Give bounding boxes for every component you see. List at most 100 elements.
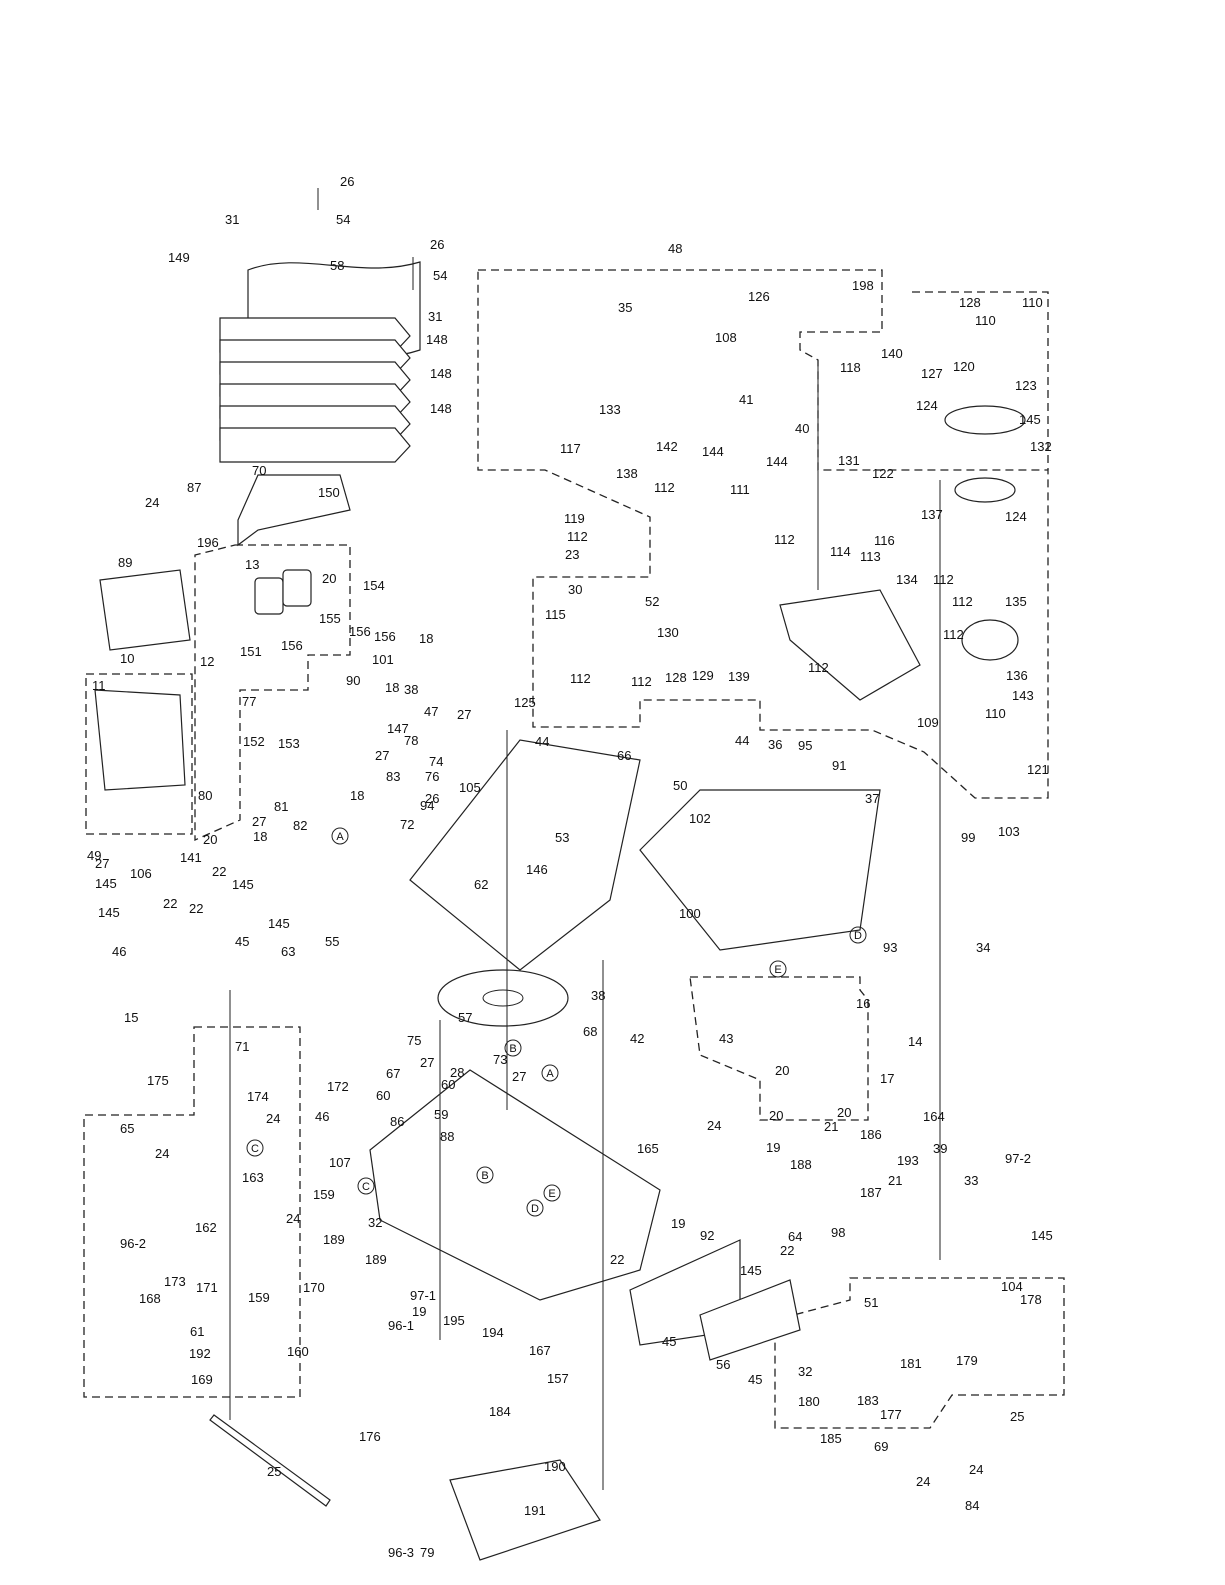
- part-callout: 90: [346, 673, 360, 688]
- part-callout: 144: [702, 444, 724, 459]
- part-callout: 187: [860, 1185, 882, 1200]
- part-callout: 185: [820, 1431, 842, 1446]
- part-callout: 14: [908, 1034, 922, 1049]
- part-callout: 18: [253, 829, 267, 844]
- part-callout: 22: [189, 901, 203, 916]
- part-callout: 52: [645, 594, 659, 609]
- part-callout: 22: [163, 896, 177, 911]
- part-callout: 36: [768, 737, 782, 752]
- part-callout: 57: [458, 1010, 472, 1025]
- disc-132: [944, 405, 1026, 435]
- part-callout: 37: [865, 791, 879, 806]
- part-callout: 19: [671, 1216, 685, 1231]
- part-callout: 25: [267, 1464, 281, 1479]
- part-callout: 145: [740, 1263, 762, 1278]
- part-callout: 181: [900, 1356, 922, 1371]
- part-callout: 62: [474, 877, 488, 892]
- part-callout: 107: [329, 1155, 351, 1170]
- part-callout: 24: [155, 1146, 169, 1161]
- part-callout: 50: [673, 778, 687, 793]
- part-callout: 118: [840, 360, 861, 375]
- reference-circle: [849, 926, 867, 944]
- part-callout: 23: [565, 547, 579, 562]
- reference-circle: [504, 1039, 522, 1057]
- part-callout: 32: [798, 1364, 812, 1379]
- part-callout: 114: [830, 544, 851, 559]
- part-callout: 31: [428, 309, 442, 324]
- part-callout: 21: [824, 1119, 838, 1134]
- motor-154: [254, 577, 284, 615]
- part-callout: 184: [489, 1404, 511, 1419]
- assembly-box-157: [83, 1026, 301, 1398]
- pcb-10: [94, 689, 186, 791]
- part-callout: 127: [921, 366, 943, 381]
- part-callout: 10: [120, 651, 134, 666]
- part-callout: 113: [860, 549, 881, 564]
- part-callout: 154: [363, 578, 385, 593]
- part-callout: 156: [281, 638, 303, 653]
- part-callout: 112: [943, 627, 964, 642]
- part-callout: 27: [512, 1069, 526, 1084]
- part-callout: 121: [1027, 762, 1049, 777]
- reference-letter: E: [548, 1188, 555, 1200]
- part-callout: 19: [766, 1140, 780, 1155]
- part-callout: 47: [424, 704, 438, 719]
- part-callout: 25: [1010, 1409, 1024, 1424]
- main-chassis-upper: [409, 739, 641, 971]
- part-callout: 138: [616, 466, 638, 481]
- part-callout: 177: [880, 1407, 902, 1422]
- part-callout: 145: [95, 876, 117, 891]
- part-callout: 144: [766, 454, 788, 469]
- reference-letter: D: [531, 1203, 539, 1215]
- assembly-box-right-upper: [912, 291, 1049, 470]
- part-callout: 178: [1020, 1292, 1042, 1307]
- part-callout: 75: [407, 1033, 421, 1048]
- part-callout: 110: [975, 313, 996, 328]
- part-callout: 122: [872, 466, 894, 481]
- part-callout: 54: [433, 268, 447, 283]
- reference-letter: B: [509, 1043, 516, 1055]
- part-callout: 101: [372, 652, 394, 667]
- part-callout: 169: [191, 1372, 213, 1387]
- reference-letter: B: [481, 1170, 488, 1182]
- part-callout: 152: [243, 734, 265, 749]
- part-callout: 44: [735, 733, 749, 748]
- part-callout: 18: [385, 680, 399, 695]
- part-callout: 24: [916, 1474, 930, 1489]
- part-callout: 132: [1030, 439, 1052, 454]
- part-callout: 126: [748, 289, 770, 304]
- part-callout: 159: [313, 1187, 335, 1202]
- part-callout: 179: [956, 1353, 978, 1368]
- part-callout: 189: [323, 1232, 345, 1247]
- part-callout: 167: [529, 1343, 551, 1358]
- part-callout: 22: [212, 864, 226, 879]
- part-callout: 24: [286, 1211, 300, 1226]
- part-callout: 137: [921, 507, 943, 522]
- part-callout: 99: [961, 830, 975, 845]
- part-callout: 193: [897, 1153, 919, 1168]
- part-callout: 96-2: [120, 1236, 146, 1251]
- part-callout: 125: [514, 695, 536, 710]
- ring-137: [954, 477, 1016, 503]
- part-callout: 30: [568, 582, 582, 597]
- part-callout: 116: [874, 533, 895, 548]
- part-callout: 19: [412, 1304, 426, 1319]
- part-callout: 59: [434, 1107, 448, 1122]
- part-callout: 103: [998, 824, 1020, 839]
- part-callout: 27: [252, 814, 266, 829]
- part-callout: 112: [952, 594, 973, 609]
- part-callout: 27: [95, 856, 109, 871]
- pcb-89: [99, 569, 191, 651]
- plate-69: [449, 1459, 601, 1561]
- part-callout: 148: [426, 332, 448, 347]
- part-callout: 24: [266, 1111, 280, 1126]
- part-callout: 102: [689, 811, 711, 826]
- part-callout: 46: [315, 1109, 329, 1124]
- part-callout: 145: [1031, 1228, 1053, 1243]
- part-callout: 44: [535, 734, 549, 749]
- part-callout: 186: [860, 1127, 882, 1142]
- part-callout: 112: [808, 660, 829, 675]
- part-callout: 39: [933, 1141, 947, 1156]
- part-callout: 24: [707, 1118, 721, 1133]
- part-callout: 195: [443, 1313, 465, 1328]
